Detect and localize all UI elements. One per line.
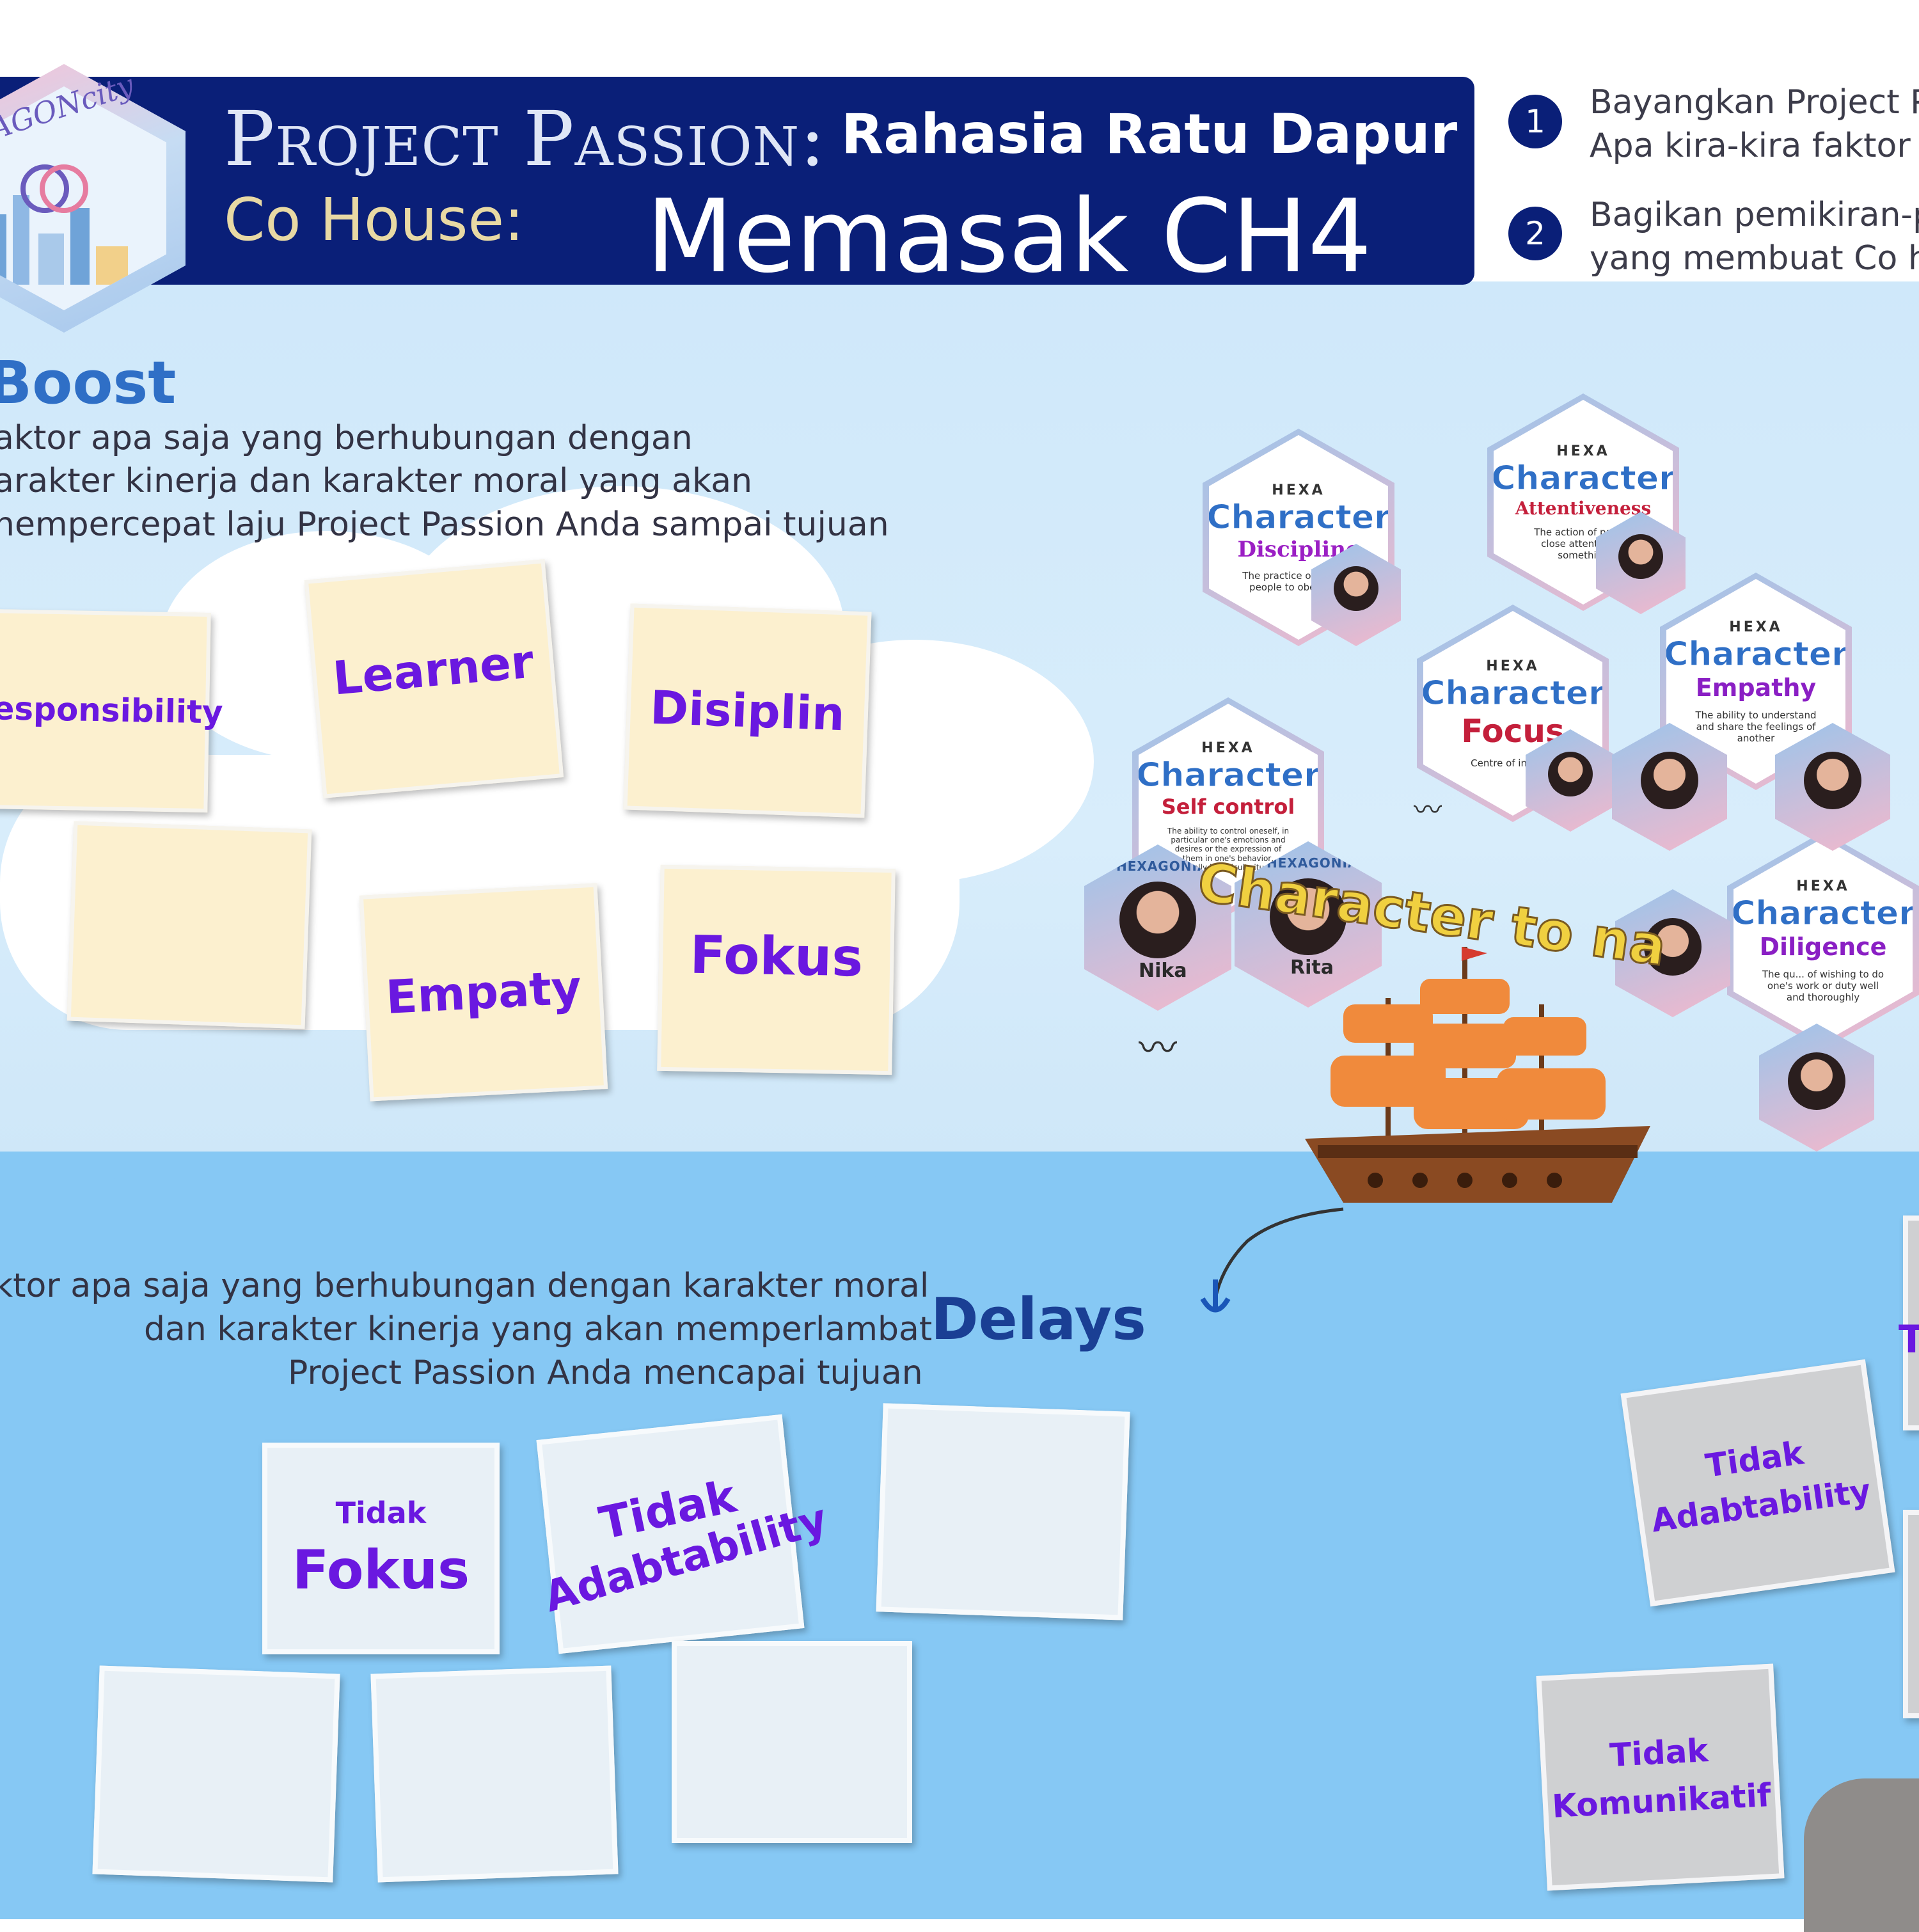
step-2-line2: yang membuat Co h <box>1590 239 1919 278</box>
step-1-line2: Apa kira-kira faktor k <box>1590 127 1919 165</box>
sticky-note[interactable]: Tidak Fokus <box>262 1443 500 1654</box>
step-2-line1: Bagikan pemikiran-p <box>1590 196 1919 234</box>
delays-desc-line: dan karakter kinerja yang akan memperlam… <box>144 1310 933 1349</box>
avatar-photo <box>1788 1052 1845 1110</box>
bird-icon: 〰 <box>1139 1026 1177 1071</box>
delays-desc-line: ktor apa saja yang berhubungan dengan ka… <box>0 1267 929 1305</box>
hexa-label: HEXA <box>1201 740 1255 756</box>
character-label: Character <box>1206 498 1391 537</box>
sticky-note[interactable]: Tidak Komunikatif <box>1536 1663 1785 1891</box>
note-text: esponsibility <box>0 690 224 731</box>
note-text: Disiplin <box>649 680 846 741</box>
hexa-label: HEXA <box>1556 443 1610 459</box>
note-text: Empaty <box>384 960 583 1024</box>
sticky-note-empty[interactable] <box>370 1665 619 1883</box>
avatar-small[interactable] <box>1612 723 1727 851</box>
sticky-note-empty[interactable] <box>672 1641 912 1843</box>
note-text: Fokus <box>292 1538 470 1601</box>
step-2-badge: 2 <box>1508 207 1562 260</box>
sticky-note-partial[interactable] <box>1903 1510 1919 1718</box>
character-label: Character <box>1136 756 1320 795</box>
hexa-label: HEXA <box>1486 658 1540 674</box>
note-text: Fokus <box>689 924 864 989</box>
avatar-photo <box>1641 752 1698 809</box>
trait-label: Diligence <box>1759 932 1887 961</box>
project-passion-label: Project Passion: <box>224 95 826 183</box>
note-text: Adabtability <box>1648 1471 1874 1540</box>
step-1-badge: 1 <box>1508 95 1562 148</box>
rock-icon <box>1804 1778 1919 1932</box>
sticky-note[interactable]: Fokus <box>657 864 896 1075</box>
avatar-photo <box>1618 534 1663 579</box>
avatar-photo <box>1804 752 1861 809</box>
sticky-note-empty[interactable] <box>876 1403 1130 1620</box>
character-label: Character <box>1664 635 1848 674</box>
trait-definition: The ability to understand and share the … <box>1695 709 1817 744</box>
avatar-nika[interactable]: HEXAGONIA Nika <box>1084 844 1231 1011</box>
project-title: Rahasia Ratu Dapur <box>841 102 1458 166</box>
sticky-note-empty[interactable] <box>67 821 312 1029</box>
header-banner <box>0 77 1474 285</box>
trait-label: Attentiveness <box>1515 498 1652 519</box>
note-text: Komunikatif <box>1551 1777 1772 1825</box>
avatar-small[interactable] <box>1615 889 1730 1017</box>
avatar-small[interactable] <box>1759 1024 1874 1152</box>
co-house-name: Memasak CH4 <box>646 178 1372 296</box>
ship-icon <box>1305 947 1650 1203</box>
avatar-photo <box>1548 752 1593 796</box>
step-1-line1: Bayangkan Project P <box>1590 83 1919 122</box>
note-text: Tidak <box>1703 1434 1806 1485</box>
note-text: Learner <box>331 634 536 706</box>
avatar-small[interactable] <box>1775 723 1890 851</box>
trait-label: Empathy <box>1695 673 1817 702</box>
co-house-label: Co House: <box>224 186 525 254</box>
avatar-photo <box>1270 878 1346 955</box>
hexa-label: HEXA <box>1729 619 1783 635</box>
trait-definition: The qu... of wishing to do one's work or… <box>1762 968 1884 1003</box>
sticky-note[interactable]: Learner <box>304 559 564 798</box>
avatar-name: Rita <box>1290 956 1334 979</box>
anchor-icon <box>1200 1207 1344 1313</box>
avatar-name: Nika <box>1139 960 1187 982</box>
hexa-label: HEXA <box>1272 482 1325 498</box>
character-label: Character <box>1421 674 1605 713</box>
boost-desc-line: aktor apa saja yang berhubungan dengan <box>0 419 693 457</box>
bird-icon: 〰 <box>1414 794 1442 827</box>
note-text: T <box>1899 1317 1919 1362</box>
hexa-label: HEXA <box>1796 878 1850 894</box>
sticky-note[interactable]: esponsibility <box>0 608 223 813</box>
sticky-note[interactable]: Empaty <box>359 883 608 1102</box>
avatar-photo <box>1644 918 1702 976</box>
sticky-note[interactable]: Tidak Adabtability <box>536 1414 833 1654</box>
character-label: Character <box>1491 459 1675 498</box>
sticky-note[interactable]: Disiplin <box>623 603 872 818</box>
sticky-note[interactable]: Tidak Adabtability <box>1620 1359 1895 1607</box>
boost-desc-line: arakter kinerja dan karakter moral yang … <box>0 462 753 500</box>
trait-label: Self control <box>1161 794 1295 819</box>
sticky-note-partial[interactable] <box>1903 1215 1919 1430</box>
character-label: Character <box>1731 894 1915 933</box>
avatar-photo <box>1119 882 1196 958</box>
delays-title: Delays <box>931 1286 1146 1353</box>
note-text: Tidak <box>1609 1731 1709 1774</box>
boost-title: Boost <box>0 349 177 417</box>
avatar-photo <box>1334 566 1378 611</box>
boost-desc-line: nempercepat laju Project Passion Anda sa… <box>0 505 889 544</box>
delays-desc-line: Project Passion Anda mencapai tujuan <box>288 1354 923 1392</box>
sticky-note-empty[interactable] <box>92 1665 340 1883</box>
note-text: Tidak <box>335 1495 427 1530</box>
